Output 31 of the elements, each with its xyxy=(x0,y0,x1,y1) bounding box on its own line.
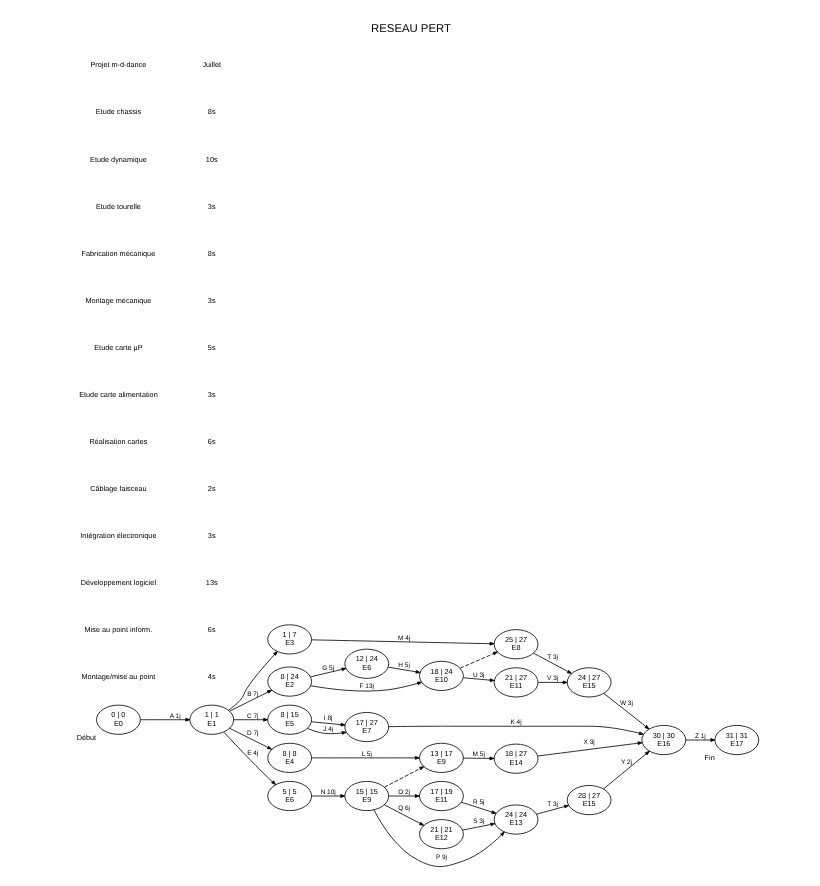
arrow xyxy=(536,741,642,757)
arrow xyxy=(383,804,424,826)
arrow xyxy=(532,652,571,674)
arrow xyxy=(386,666,420,674)
arrow xyxy=(232,717,268,722)
arrow xyxy=(458,651,497,669)
arrow xyxy=(535,804,568,815)
arrow xyxy=(309,681,422,692)
arrow xyxy=(228,728,271,750)
arrow xyxy=(461,822,495,831)
arrow xyxy=(460,801,496,814)
arrow xyxy=(310,756,419,760)
arrow xyxy=(310,721,345,727)
arrow xyxy=(228,689,271,712)
arrow xyxy=(310,639,494,646)
arrow xyxy=(602,750,649,790)
arrow xyxy=(387,725,643,736)
arrow xyxy=(227,651,277,711)
arrow xyxy=(461,756,494,761)
arrow xyxy=(383,766,424,788)
arrow xyxy=(461,677,494,682)
arrow xyxy=(602,693,649,730)
arrow xyxy=(306,728,346,735)
arrow xyxy=(309,667,346,678)
arrow xyxy=(684,738,715,742)
arrow xyxy=(222,731,275,785)
arrow xyxy=(139,717,190,722)
arrow xyxy=(536,680,567,685)
arrow xyxy=(387,794,419,798)
arrow xyxy=(372,809,504,867)
arrow xyxy=(310,794,345,798)
